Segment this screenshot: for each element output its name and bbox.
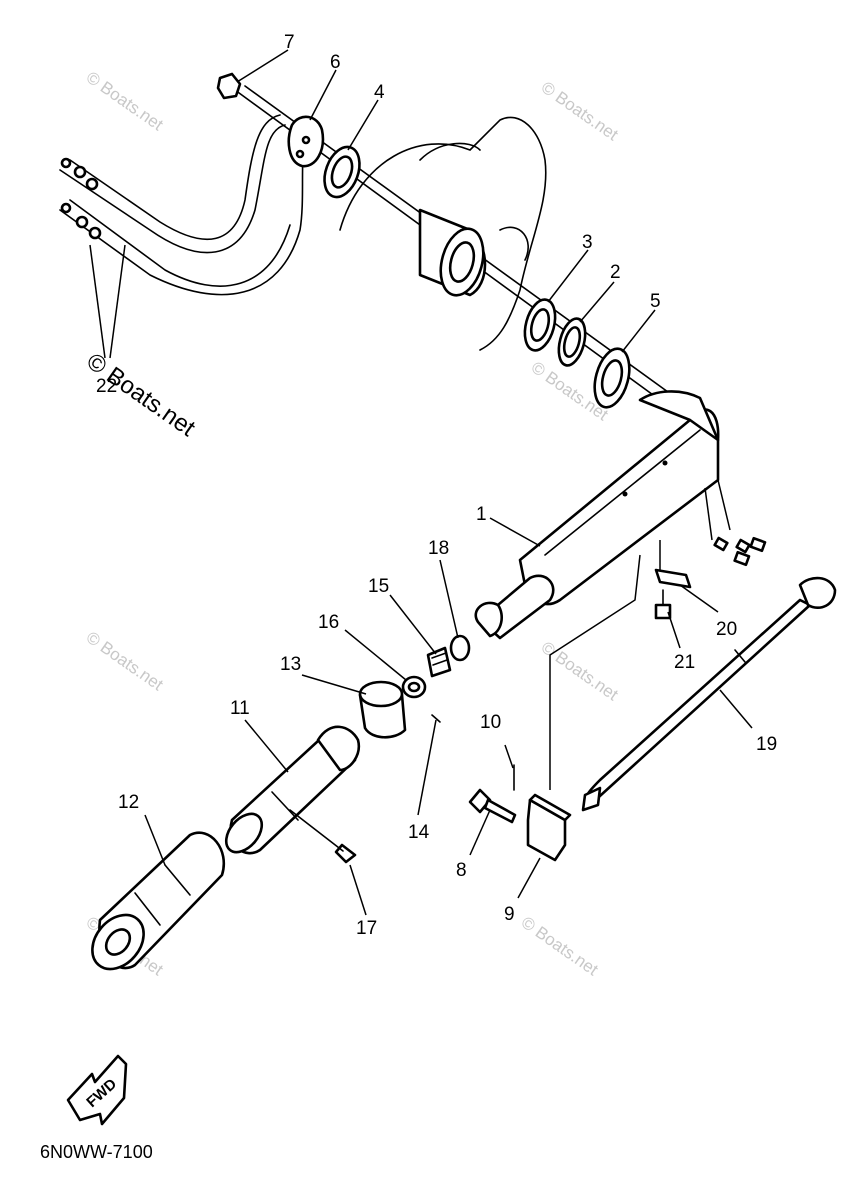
callout-10: 10 (480, 712, 501, 733)
fwd-arrow-icon: FWD (66, 1054, 128, 1126)
callout-13: 13 (280, 654, 301, 675)
callout-18: 18 (428, 538, 449, 559)
callout-21: 21 (674, 652, 695, 673)
callout-15: 15 (368, 576, 389, 597)
pin-14 (431, 714, 441, 723)
callout-12: 12 (118, 792, 139, 813)
watermark: © Boats.net (518, 913, 602, 980)
callout-7: 7 (284, 32, 295, 53)
washer-3 (523, 298, 557, 352)
callout-3: 3 (582, 232, 593, 253)
callout-11: 11 (230, 698, 250, 719)
leader-lines (89, 49, 753, 916)
spring-15 (426, 646, 452, 678)
callout-1: 1 (476, 504, 487, 525)
callout-6: 6 (330, 52, 341, 73)
steering-handle-1 (474, 390, 767, 640)
plate-6 (287, 115, 325, 168)
throttle-shaft-19 (581, 576, 837, 812)
callout-20: 20 (716, 619, 737, 640)
grip-cover-12 (91, 831, 225, 971)
grip-inner-11 (224, 725, 361, 855)
cable-harness (59, 114, 306, 296)
bolt-7 (216, 72, 242, 100)
callout-9: 9 (504, 904, 515, 925)
sleeve-13 (358, 680, 407, 739)
watermark: © Boats.net (83, 628, 167, 695)
screw-17 (289, 809, 357, 864)
washer-4 (323, 145, 361, 199)
diagram-code: 6N0WW-7100 (40, 1142, 153, 1162)
callout-14: 14 (408, 822, 430, 843)
washer-16 (401, 675, 427, 699)
watermark: © Boats.net (83, 68, 167, 135)
callout-17: 17 (356, 918, 377, 939)
plate-20 (654, 568, 692, 589)
callout-19: 19 (756, 734, 777, 755)
callout-4: 4 (374, 82, 385, 103)
bushing-5 (593, 347, 631, 409)
engine-outline (339, 116, 547, 351)
callout-16: 16 (318, 612, 339, 633)
callout-8: 8 (456, 860, 467, 881)
callout-2: 2 (610, 262, 621, 283)
bracket-9 (526, 793, 572, 862)
bracket-bushing (418, 208, 487, 297)
washer-2 (557, 317, 587, 367)
watermark: © Boats.net (538, 78, 622, 145)
collar-18 (449, 634, 471, 662)
screw-8 (468, 788, 517, 824)
guide-line (549, 554, 641, 790)
callout-22: 22 (96, 376, 117, 397)
callout-labels: 1 2 3 4 5 6 7 8 9 10 11 12 13 14 15 16 1… (96, 32, 777, 939)
callout-5: 5 (650, 291, 661, 312)
